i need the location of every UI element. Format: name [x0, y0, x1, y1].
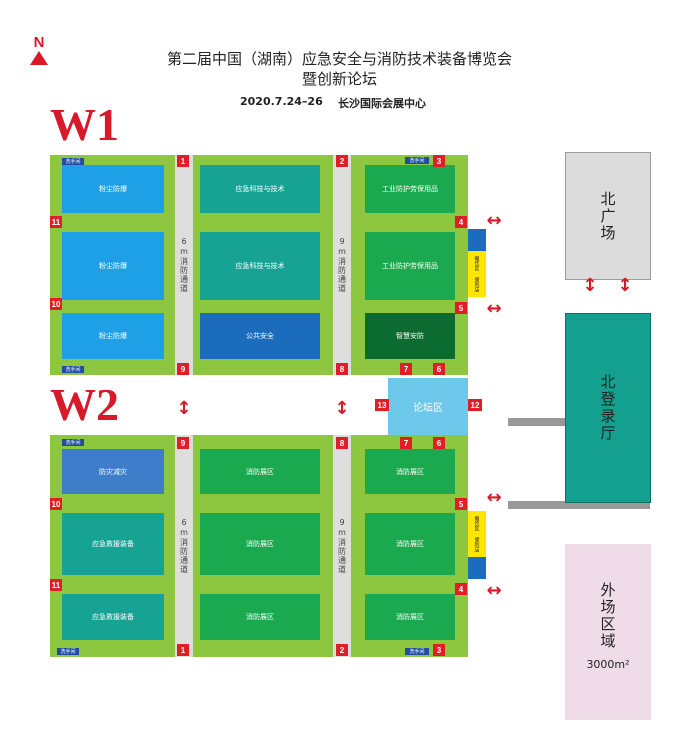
w2-booth-mid-1: 消防展区 [200, 449, 320, 494]
w1-washroom-right: 洗手间 [405, 157, 429, 164]
w1-gate-6: 6 [433, 363, 445, 375]
w2-gate-5: 5 [455, 498, 467, 510]
w2-washroom-top: 洗手间 [62, 439, 84, 446]
w1-booth-left-2: 粉尘防爆 [62, 232, 164, 300]
w2-gate-9: 9 [177, 437, 189, 449]
w1-booth-right-3: 智慧安防 [365, 313, 455, 359]
outdoor-area [565, 544, 651, 720]
w1-exit-arrow-4: ↔ [486, 209, 502, 231]
w2-booth-right-2: 消防展区 [365, 513, 455, 575]
w1-gate-8: 8 [336, 363, 348, 375]
w2-booth-left-1: 防灾减灾 [62, 449, 164, 494]
w1-gate-10: 10 [50, 298, 62, 310]
w1-service-blue-top [468, 229, 486, 251]
w2-gate-7: 7 [400, 437, 412, 449]
north-arrow-icon [30, 51, 48, 65]
w2-booth-right-3: 消防展区 [365, 594, 455, 640]
connector-lower [508, 501, 650, 509]
w2-booth-left-3: 应急救援装备 [62, 594, 164, 640]
w1-gate-7: 7 [400, 363, 412, 375]
event-venue: 长沙国际会展中心 [338, 97, 426, 110]
north-label: N [33, 34, 45, 51]
link-arrow-left: ↕ [176, 397, 192, 419]
w2-road-right: 9m消防通道 [333, 435, 351, 657]
w1-booth-mid-3: 公共安全 [200, 313, 320, 359]
compass: N [28, 34, 50, 65]
hall-w2-label: W2 [50, 379, 119, 430]
w1-service-area: 餐饮区 便利店 [468, 251, 486, 297]
w1-washroom-bottom: 洗手间 [62, 366, 84, 373]
w2-gate-2: 2 [336, 644, 348, 656]
w2-gate-6: 6 [433, 437, 445, 449]
w1-gate-1: 1 [177, 155, 189, 167]
w1-gate-5: 5 [455, 302, 467, 314]
w2-exit-arrow-4: ↔ [486, 579, 502, 601]
w2-gate-8: 8 [336, 437, 348, 449]
w2-washroom-bottom-left: 洗手间 [57, 648, 79, 655]
w1-booth-right-1: 工业防护劳保用品 [365, 165, 455, 213]
w2-booth-mid-3: 消防展区 [200, 594, 320, 640]
page-subtitle: 暨创新论坛 [301, 70, 377, 88]
w2-booth-right-1: 消防展区 [365, 449, 455, 494]
page-title: 第二届中国（湖南）应急安全与消防技术装备博览会 [166, 50, 512, 68]
w1-gate-9: 9 [177, 363, 189, 375]
w1-booth-mid-1: 应急科技与技术 [200, 165, 320, 213]
outdoor-area-label: 外场区域 [598, 582, 617, 650]
w2-gate-1: 1 [177, 644, 189, 656]
w2-booth-left-2: 应急救援装备 [62, 513, 164, 575]
hall-w1-label: W1 [50, 99, 119, 150]
north-registration-hall: 北登录厅 [565, 313, 651, 503]
w2-gate-10: 10 [50, 498, 62, 510]
forum-gate-13: 13 [375, 399, 389, 411]
forum-area: 论坛区 [388, 378, 468, 435]
w2-washroom-bottom-right: 洗手间 [405, 648, 429, 655]
w1-booth-left-3: 粉尘防爆 [62, 313, 164, 359]
plaza-arrow-right: ↕ [617, 274, 633, 296]
w1-road-left: 6m消防通道 [175, 155, 193, 375]
event-date: 2020.7.24–26 [240, 95, 323, 108]
w2-service-area: 餐饮区 便利店 [468, 511, 486, 557]
w1-booth-left-1: 粉尘防爆 [62, 165, 164, 213]
w1-road-right: 9m消防通道 [333, 155, 351, 375]
w2-gate-11: 11 [50, 579, 62, 591]
w1-exit-arrow-5: ↔ [486, 297, 502, 319]
w1-gate-2: 2 [336, 155, 348, 167]
w1-booth-right-2: 工业防护劳保用品 [365, 232, 455, 300]
w1-booth-mid-2: 应急科技与技术 [200, 232, 320, 300]
w2-exit-arrow-5: ↔ [486, 486, 502, 508]
w2-road-left: 6m消防通道 [175, 435, 193, 657]
north-plaza: 北广场 [565, 152, 651, 280]
connector-upper [508, 418, 566, 426]
w1-gate-11: 11 [50, 216, 62, 228]
outdoor-area-size: 3000m² [586, 658, 630, 671]
plaza-arrow-left: ↕ [582, 274, 598, 296]
w2-booth-mid-2: 消防展区 [200, 513, 320, 575]
w2-gate-3: 3 [433, 644, 445, 656]
forum-gate-12: 12 [468, 399, 482, 411]
w2-gate-4: 4 [455, 583, 467, 595]
link-arrow-right: ↕ [334, 397, 350, 419]
w1-washroom-top: 洗手间 [62, 158, 84, 165]
w1-gate-4: 4 [455, 216, 467, 228]
w1-gate-3: 3 [433, 155, 445, 167]
w2-service-blue-bottom [468, 557, 486, 579]
